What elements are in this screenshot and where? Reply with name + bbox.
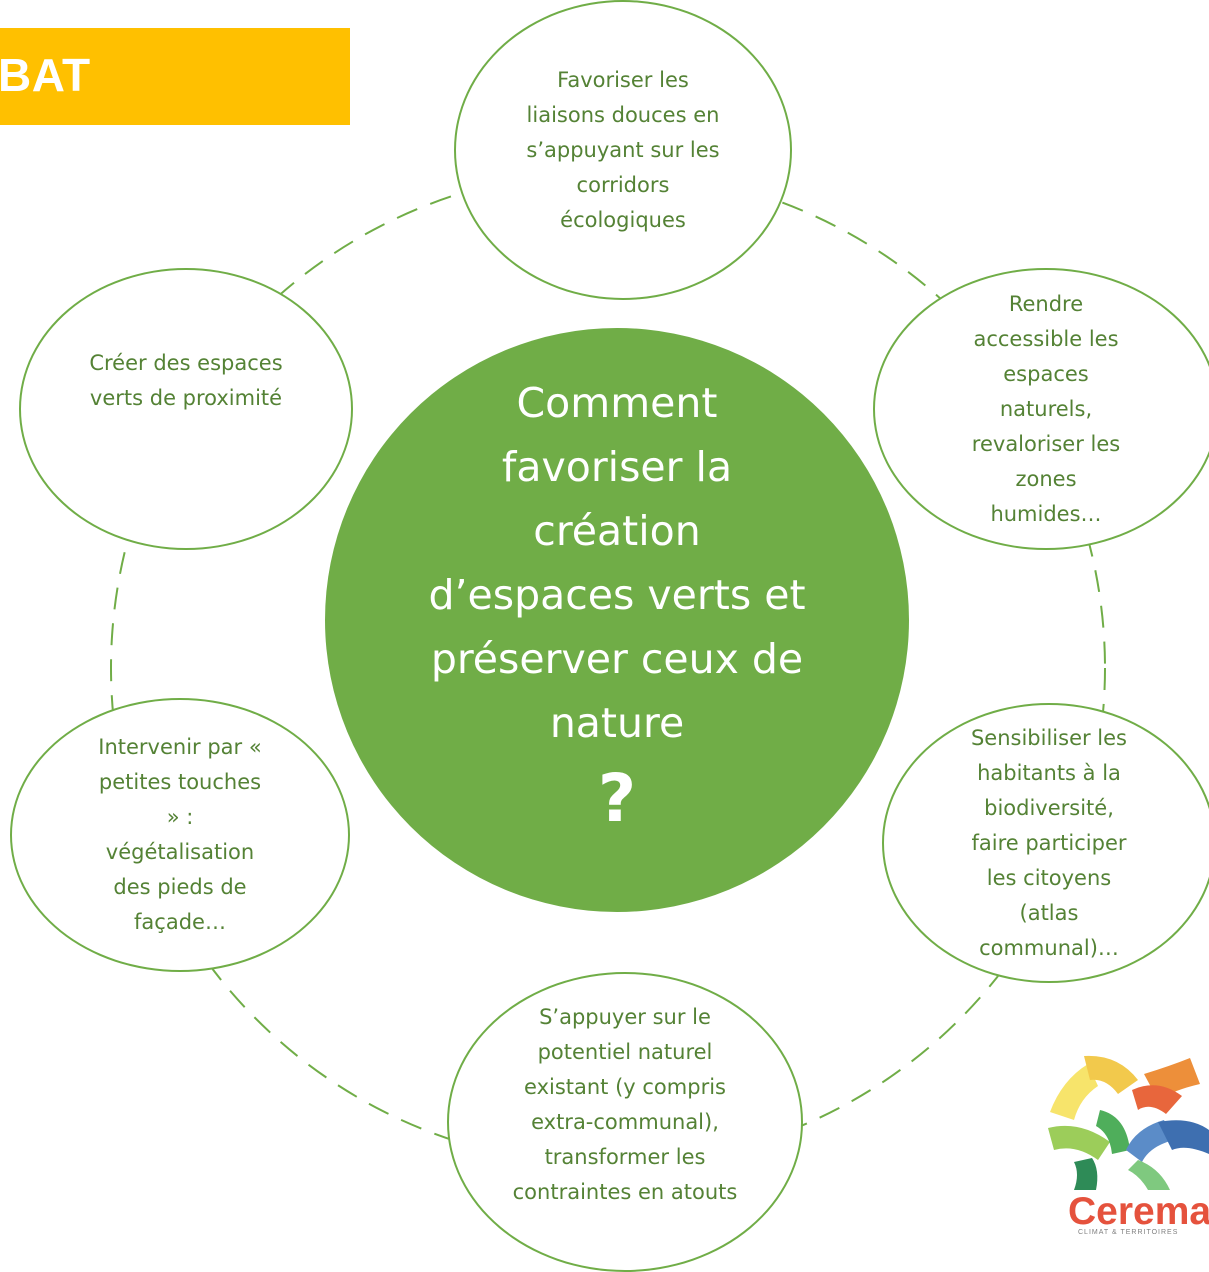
node-potentiel-naturel: S’appuyer sur le potentiel naturel exist… bbox=[447, 972, 803, 1272]
node-liaisons-douces-text: Favoriser les liaisons douces en s’appuy… bbox=[526, 67, 720, 232]
node-espaces-verts-proximite: Créer des espaces verts de proximité bbox=[19, 268, 353, 550]
central-question-circle: Comment favoriser la création d’espaces … bbox=[325, 328, 909, 912]
node-petites-touches: Intervenir par « petites touches » : vég… bbox=[10, 698, 350, 972]
cerema-wordmark: Cerema bbox=[1068, 1190, 1209, 1233]
node-espaces-verts-proximite-text: Créer des espaces verts de proximité bbox=[89, 351, 283, 410]
node-petites-touches-text: Intervenir par « petites touches » : vég… bbox=[98, 735, 262, 934]
cerema-subtitle: CLIMAT & TERRITOIRES bbox=[1078, 1229, 1179, 1236]
cerema-logo: Cerema CLIMAT & TERRITOIRES bbox=[1040, 1050, 1209, 1236]
central-question: Comment favoriser la création d’espaces … bbox=[428, 379, 806, 747]
title-banner: BAT bbox=[0, 28, 350, 125]
cerema-logo-icon bbox=[1048, 1055, 1209, 1190]
node-sensibiliser-text: Sensibiliser les habitants à la biodiver… bbox=[970, 725, 1128, 960]
node-espaces-naturels-text: Rendre accessible les espaces naturels, … bbox=[971, 291, 1121, 526]
banner-title: BAT bbox=[0, 49, 91, 101]
node-potentiel-naturel-text: S’appuyer sur le potentiel naturel exist… bbox=[512, 1005, 738, 1204]
question-mark: ? bbox=[597, 760, 637, 837]
node-sensibiliser: Sensibiliser les habitants à la biodiver… bbox=[882, 703, 1209, 983]
node-liaisons-douces: Favoriser les liaisons douces en s’appuy… bbox=[454, 0, 792, 300]
node-espaces-naturels: Rendre accessible les espaces naturels, … bbox=[873, 268, 1209, 550]
